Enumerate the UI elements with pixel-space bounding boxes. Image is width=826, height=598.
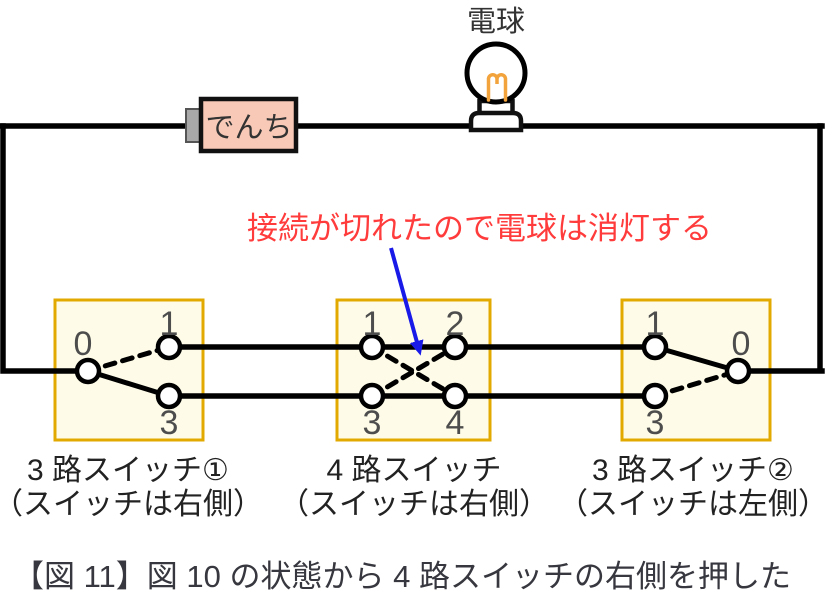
annotation-text: 接続が切れたので電球は消灯する bbox=[247, 211, 712, 246]
right-terminal-3-label: 3 bbox=[646, 404, 665, 442]
right-switch-name: 3 路スイッチ② bbox=[592, 454, 794, 487]
battery-label: でんち bbox=[205, 112, 292, 144]
right-switch-open-lever bbox=[652, 368, 741, 399]
annotation-arrow-icon bbox=[389, 247, 424, 356]
lamp-label: 電球 bbox=[467, 5, 525, 38]
middle-switch-open-lever-3-2 bbox=[369, 344, 458, 399]
left-terminal-1 bbox=[155, 333, 183, 361]
left-wire bbox=[0, 123, 91, 374]
middle-terminal-4-label: 4 bbox=[446, 404, 465, 442]
left-switch-name: 3 路スイッチ① bbox=[27, 454, 229, 487]
bulb-glass bbox=[464, 41, 528, 105]
middle-switch-name: 4 路スイッチ bbox=[326, 454, 501, 487]
figure-caption: 【図 11】図 10 の状態から 4 路スイッチの右側を押した bbox=[13, 559, 791, 594]
middle-terminal-3 bbox=[358, 382, 386, 410]
right-terminal-1-label: 1 bbox=[646, 305, 665, 343]
left-switch-state: （スイッチは右側） bbox=[0, 488, 263, 521]
left-switch-open-lever bbox=[85, 344, 172, 374]
middle-terminal-1 bbox=[358, 333, 386, 361]
middle-terminal-2 bbox=[441, 333, 469, 361]
middle-terminal-2-label: 2 bbox=[446, 305, 465, 343]
battery-body bbox=[198, 96, 299, 154]
left-terminal-3-label: 3 bbox=[160, 404, 179, 442]
right-switch-closed-lever bbox=[652, 344, 741, 374]
right-terminal-3 bbox=[641, 382, 669, 410]
bulb-base bbox=[468, 110, 524, 133]
left-terminal-1-label: 1 bbox=[160, 305, 179, 343]
bulb-filament-icon bbox=[486, 73, 508, 102]
middle-terminal-1-label: 1 bbox=[363, 305, 382, 343]
left-terminal-0 bbox=[74, 357, 102, 385]
right-terminal-1 bbox=[641, 333, 669, 361]
right-terminal-0-label: 0 bbox=[732, 325, 751, 363]
left-terminal-3 bbox=[155, 382, 183, 410]
middle-terminal-3-label: 3 bbox=[363, 404, 382, 442]
left-switch-closed-lever bbox=[85, 368, 172, 399]
right-switch-state: （スイッチは左側） bbox=[558, 488, 826, 521]
middle-terminal-4 bbox=[441, 382, 469, 410]
right-terminal-0 bbox=[724, 357, 752, 385]
right-wire bbox=[735, 123, 825, 374]
middle-switch-state: （スイッチは右側） bbox=[279, 488, 549, 521]
left-terminal-0-label: 0 bbox=[74, 325, 93, 363]
